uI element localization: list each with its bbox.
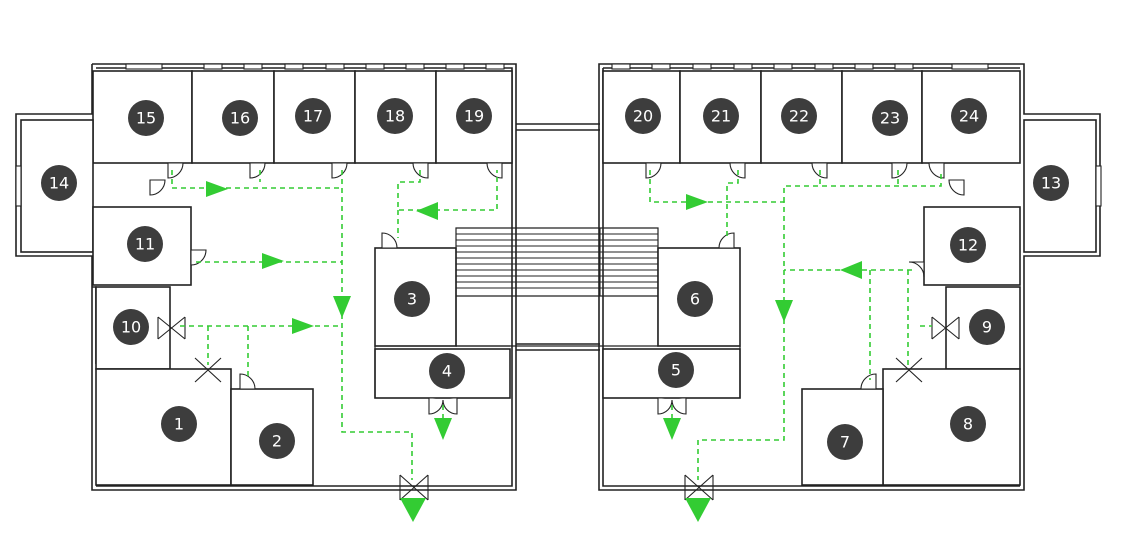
svg-text:21: 21 bbox=[711, 107, 731, 126]
room-badge-24: 24 bbox=[951, 98, 987, 134]
svg-text:17: 17 bbox=[303, 107, 323, 126]
svg-text:20: 20 bbox=[633, 107, 653, 126]
door-swing-icon bbox=[948, 179, 965, 196]
svg-text:4: 4 bbox=[442, 362, 452, 381]
room-badge-19: 19 bbox=[456, 98, 492, 134]
door-swing-icon bbox=[718, 232, 735, 249]
room-badge-1: 1 bbox=[161, 406, 197, 442]
room-badge-13: 13 bbox=[1033, 165, 1069, 201]
room-badge-22: 22 bbox=[781, 98, 817, 134]
room-badge-16: 16 bbox=[222, 100, 258, 136]
room-badge-5: 5 bbox=[658, 352, 694, 388]
double-door-icon bbox=[684, 474, 714, 501]
svg-text:16: 16 bbox=[230, 109, 250, 128]
double-door-icon bbox=[895, 357, 923, 383]
svg-text:15: 15 bbox=[136, 109, 156, 128]
door-swing-icon bbox=[190, 249, 207, 266]
room-badge-2: 2 bbox=[259, 423, 295, 459]
direction-arrow-icon bbox=[262, 253, 284, 269]
double-door-icon bbox=[657, 397, 687, 415]
room-badge-14: 14 bbox=[41, 165, 77, 201]
direction-arrow-icon bbox=[333, 296, 351, 318]
svg-text:2: 2 bbox=[272, 432, 282, 451]
room-badge-4: 4 bbox=[429, 353, 465, 389]
svg-text:8: 8 bbox=[963, 415, 973, 434]
direction-arrow-icon bbox=[292, 318, 314, 334]
room-badge-15: 15 bbox=[128, 100, 164, 136]
svg-text:12: 12 bbox=[958, 236, 978, 255]
direction-arrow-icon bbox=[840, 261, 862, 279]
evacuation-routes bbox=[171, 170, 942, 522]
svg-text:14: 14 bbox=[49, 174, 69, 193]
room-badge-11: 11 bbox=[127, 226, 163, 262]
svg-text:3: 3 bbox=[407, 290, 417, 309]
svg-text:13: 13 bbox=[1041, 174, 1061, 193]
room-badge-18: 18 bbox=[377, 98, 413, 134]
door-swing-icon bbox=[908, 261, 925, 278]
room-badge-9: 9 bbox=[969, 309, 1005, 345]
room-badge-7: 7 bbox=[827, 424, 863, 460]
door-swing-icon bbox=[891, 162, 908, 179]
room-badge-12: 12 bbox=[950, 227, 986, 263]
door-swing-icon bbox=[331, 162, 348, 179]
door-swing-icon bbox=[239, 373, 256, 390]
direction-arrow-icon bbox=[434, 418, 452, 440]
double-door-icon bbox=[399, 474, 429, 501]
svg-text:11: 11 bbox=[135, 235, 155, 254]
svg-text:24: 24 bbox=[959, 107, 979, 126]
double-door-icon bbox=[428, 397, 458, 415]
svg-text:7: 7 bbox=[840, 433, 850, 452]
room-badge-23: 23 bbox=[872, 100, 908, 136]
door-swing-icon bbox=[149, 179, 166, 196]
exit-arrow-icon bbox=[685, 498, 711, 522]
direction-arrow-icon bbox=[663, 418, 681, 440]
svg-text:6: 6 bbox=[690, 290, 700, 309]
room-badge-10: 10 bbox=[113, 309, 149, 345]
svg-text:5: 5 bbox=[671, 361, 681, 380]
doors bbox=[149, 162, 965, 501]
door-swing-icon bbox=[167, 162, 184, 179]
double-door-icon bbox=[931, 316, 960, 340]
direction-arrow-icon bbox=[206, 181, 228, 197]
door-swing-icon bbox=[645, 162, 662, 179]
room-badge-17: 17 bbox=[295, 98, 331, 134]
door-swing-icon bbox=[860, 373, 877, 390]
central-stairwell bbox=[455, 123, 659, 351]
door-swing-icon bbox=[486, 162, 503, 179]
room-badge-20: 20 bbox=[625, 98, 661, 134]
svg-text:22: 22 bbox=[789, 107, 809, 126]
room-badges: 15 16 17 18 19 14 11 10 1 2 3 4 5 6 7 8 … bbox=[41, 98, 1069, 460]
direction-arrow-icon bbox=[686, 194, 708, 210]
svg-text:23: 23 bbox=[880, 109, 900, 128]
room-badge-21: 21 bbox=[703, 98, 739, 134]
svg-text:19: 19 bbox=[464, 107, 484, 126]
svg-text:10: 10 bbox=[121, 318, 141, 337]
svg-text:18: 18 bbox=[385, 107, 405, 126]
svg-text:1: 1 bbox=[174, 415, 184, 434]
direction-arrow-icon bbox=[775, 300, 793, 322]
exit-arrow-icon bbox=[400, 498, 426, 522]
door-swing-icon bbox=[249, 162, 266, 179]
double-door-icon bbox=[157, 316, 186, 340]
door-swing-icon bbox=[381, 232, 398, 249]
room-badge-3: 3 bbox=[394, 281, 430, 317]
room-badge-6: 6 bbox=[677, 281, 713, 317]
direction-arrow-icon bbox=[416, 202, 438, 220]
double-door-icon bbox=[194, 357, 222, 383]
room-badge-8: 8 bbox=[950, 406, 986, 442]
svg-text:9: 9 bbox=[982, 318, 992, 337]
